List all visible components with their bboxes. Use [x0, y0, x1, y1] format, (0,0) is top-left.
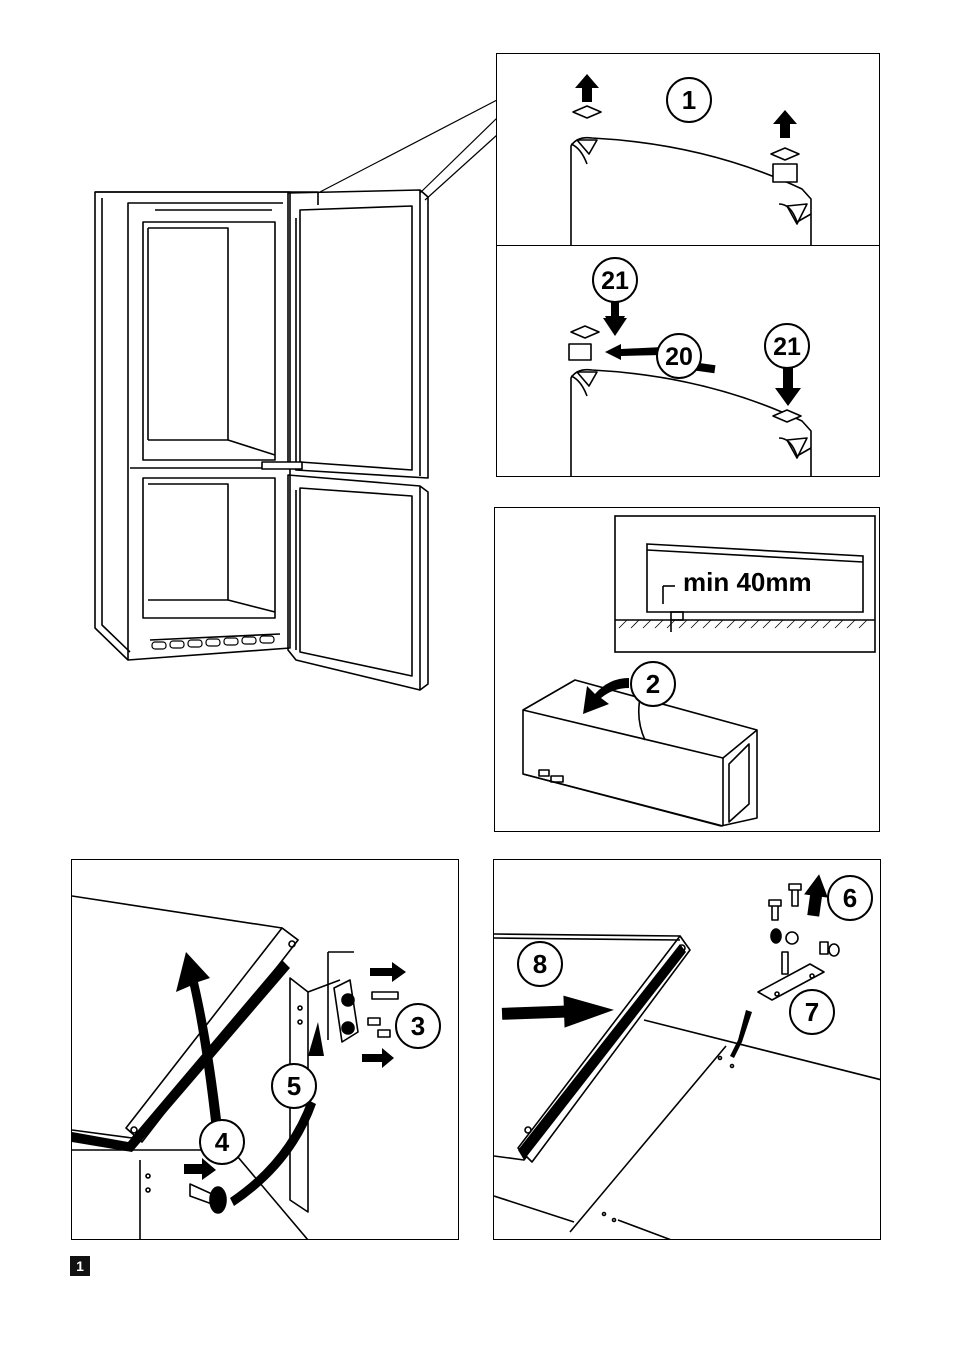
svg-text:2: 2 — [646, 669, 660, 699]
callout-21-left: 21 — [593, 258, 637, 302]
svg-text:21: 21 — [601, 267, 629, 295]
panel-plinth-clearance: min 40mm 2 — [494, 507, 880, 832]
svg-text:20: 20 — [665, 343, 693, 371]
callout-6: 6 — [828, 876, 872, 920]
svg-text:8: 8 — [533, 949, 547, 979]
panel-refit-door: 6 7 8 — [493, 859, 881, 1240]
callout-3: 3 — [396, 1004, 440, 1048]
svg-text:3: 3 — [411, 1011, 425, 1041]
panel-reinstall-caps: 21 20 21 — [496, 245, 880, 477]
svg-text:1: 1 — [682, 85, 696, 115]
svg-text:21: 21 — [773, 333, 801, 361]
panel-remove-caps: 1 — [496, 53, 880, 247]
callout-21-right: 21 — [765, 324, 809, 368]
svg-text:5: 5 — [287, 1071, 301, 1101]
callout-5: 5 — [272, 1064, 316, 1108]
callout-20: 20 — [657, 334, 701, 378]
svg-text:6: 6 — [843, 883, 857, 913]
callout-8: 8 — [518, 942, 562, 986]
min-clearance-label: min 40mm — [683, 567, 812, 597]
figure-number-badge: 1 — [70, 1256, 90, 1276]
callout-4: 4 — [200, 1120, 244, 1164]
callout-1: 1 — [667, 78, 711, 122]
callout-2: 2 — [631, 662, 675, 706]
callout-7: 7 — [790, 990, 834, 1034]
svg-text:4: 4 — [215, 1127, 230, 1157]
svg-text:7: 7 — [805, 997, 819, 1027]
panel-remove-door: 3 5 4 — [71, 859, 459, 1240]
